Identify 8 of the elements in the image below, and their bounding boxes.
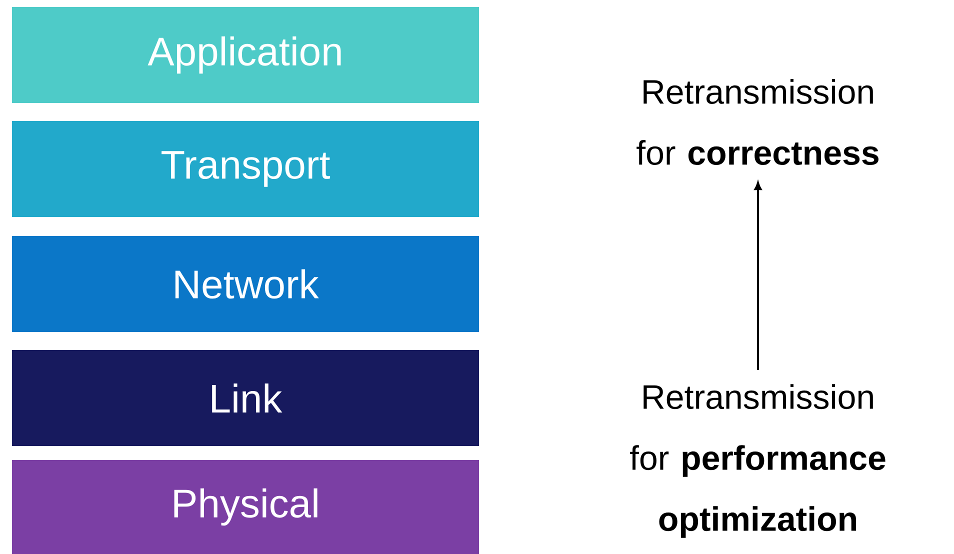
layer-box: Transport <box>12 121 479 217</box>
layer-box: Application <box>12 7 479 103</box>
layer-box: Physical <box>12 460 479 554</box>
note-text: Retransmission for performance optimization <box>630 384 886 538</box>
layer-box: Link <box>12 350 479 446</box>
layer-box: Network <box>12 236 479 332</box>
note-text: Retransmission for correctness <box>636 79 878 165</box>
arrow <box>754 182 762 370</box>
